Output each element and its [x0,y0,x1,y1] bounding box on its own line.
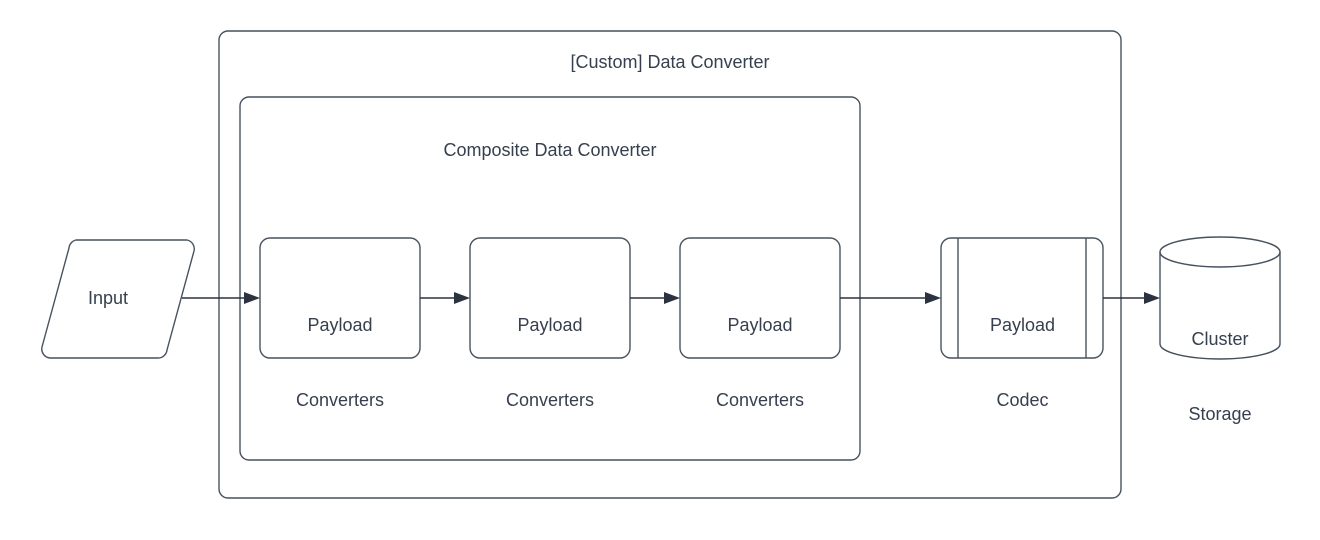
node-input-shape[interactable] [41,239,195,359]
node-payload-converters-3-shape[interactable] [679,237,841,359]
edge-payload-converters-3-to-payload-codec [840,292,941,304]
container-custom-data-converter[interactable] [218,30,1122,499]
edge-payload-codec-to-cluster-storage [1103,292,1160,304]
edge-payload-converters-1-to-payload-converters-2 [420,292,470,304]
node-payload-converters-2-shape[interactable] [469,237,631,359]
edge-payload-converters-2-to-payload-converters-3 [630,292,680,304]
node-payload-codec-shape[interactable] [940,237,1104,359]
container-composite-data-converter[interactable] [239,96,861,461]
edge-input-to-payload-converters-1 [182,292,260,304]
node-payload-converters-1-shape[interactable] [259,237,421,359]
node-cluster-storage-shape[interactable] [1159,236,1281,360]
